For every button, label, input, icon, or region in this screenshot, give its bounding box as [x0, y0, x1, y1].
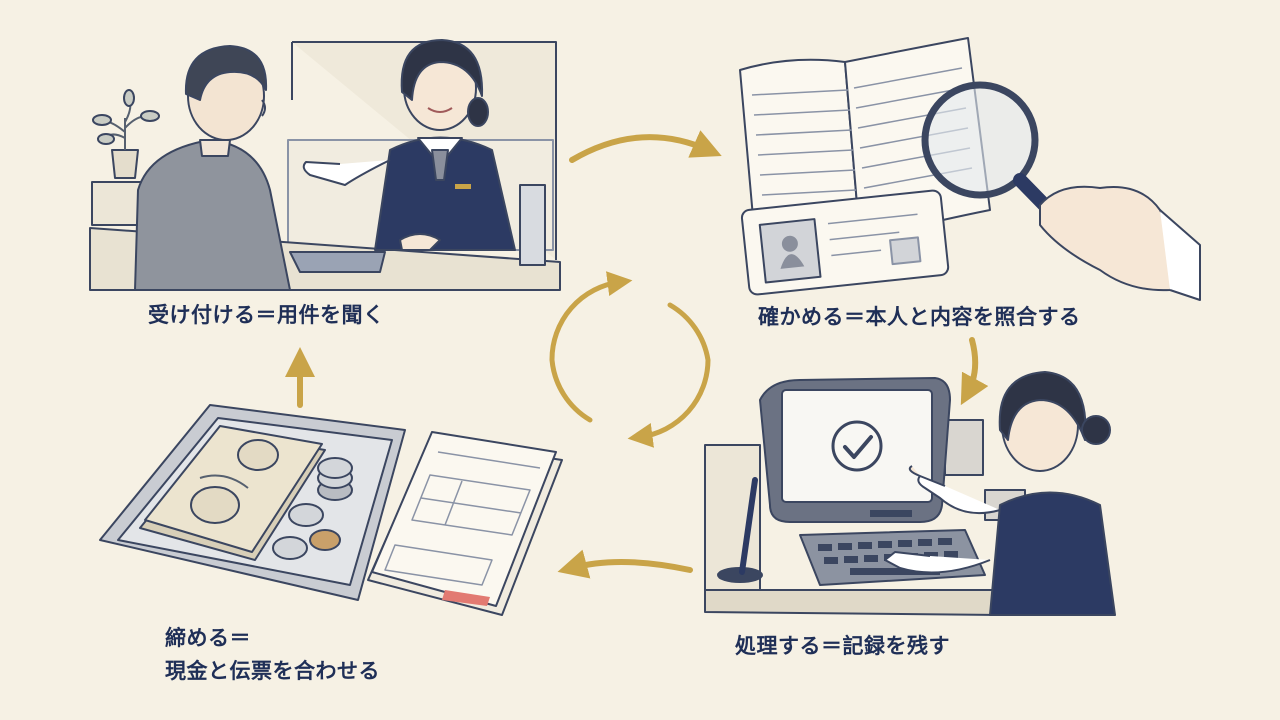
- cash-tray-voucher-scene: [99, 404, 563, 616]
- arrow-verify-to-process: [960, 337, 989, 406]
- id-card-magnifier-scene: [739, 37, 1201, 301]
- checkmark-icon: [831, 420, 883, 472]
- step-label-receive: 受け付ける＝用件を聞く: [148, 303, 385, 327]
- arrow-receive-to-verify: [569, 130, 722, 163]
- flow-arrows: [285, 130, 989, 579]
- arrow-process-to-close: [557, 549, 693, 579]
- coins-icon: [272, 457, 353, 560]
- step-label-process: 処理する＝記録を残す: [735, 634, 950, 658]
- banknotes-icon: [139, 425, 326, 561]
- cycle-arrows-icon: [549, 271, 711, 448]
- step-label-close: 締める＝ 現金と伝票を合わせる: [165, 622, 380, 688]
- voucher-icon: [367, 431, 563, 616]
- step-label-verify: 確かめる＝本人と内容を照合する: [758, 305, 1081, 329]
- computer-entry-scene: [704, 371, 1116, 616]
- teller-counter-scene: [89, 39, 561, 291]
- plant-icon: [92, 89, 160, 179]
- customer-figure: [134, 45, 291, 291]
- step-label-close-line1: 締める＝: [165, 626, 251, 650]
- pen-stand-icon: [717, 477, 763, 583]
- clerk-figure: [884, 371, 1116, 616]
- teller-figure: [302, 39, 516, 251]
- step-label-close-line2: 現金と伝票を合わせる: [165, 659, 380, 683]
